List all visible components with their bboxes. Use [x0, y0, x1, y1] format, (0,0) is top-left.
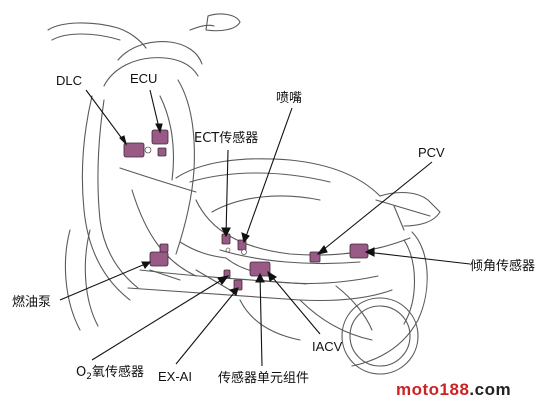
- leader-line-tilt: [365, 251, 471, 265]
- leader-line-ect: [225, 149, 229, 237]
- label-pcv: PCV: [418, 145, 445, 160]
- headset-outline: [117, 41, 203, 65]
- leader-line-fuel-pump: [59, 261, 151, 301]
- dlc-connector: [123, 142, 145, 158]
- rear-wheel-outline: [341, 297, 419, 375]
- leader-line-injector: [243, 107, 293, 243]
- seat-outline: [175, 158, 381, 197]
- ecu-connector: [157, 147, 167, 157]
- label-o2-subscript: 2: [86, 372, 92, 382]
- label-o2-prefix: O: [76, 365, 87, 380]
- label-o2-sensor: O2氧传感器: [76, 366, 144, 382]
- left-handlebar-outline: [47, 22, 147, 49]
- label-ex-ai: EX-AI: [158, 369, 192, 384]
- rear-rack-outline: [379, 191, 441, 227]
- leader-line-iacv: [267, 271, 321, 335]
- body-panel-outline: [195, 199, 411, 256]
- site-watermark: moto188.com: [396, 380, 511, 400]
- engine-outline: [299, 299, 373, 341]
- label-o2-suffix: 氧传感器: [91, 365, 144, 380]
- label-iacv: IACV: [312, 339, 343, 354]
- rear-body-outline: [351, 231, 428, 367]
- floorboard-outline: [127, 287, 393, 302]
- watermark-main: moto188: [396, 380, 470, 399]
- leader-line-pcv: [317, 161, 433, 255]
- label-sensor-unit: 传感器单元组件: [218, 371, 310, 386]
- leader-line-o2: [91, 275, 229, 361]
- label-ect-sensor: ECT传感器: [194, 131, 259, 146]
- label-tilt-sensor: 倾角传感器: [470, 259, 536, 274]
- right-handlebar-outline: [205, 13, 241, 32]
- label-fuel-pump: 燃油泵: [12, 295, 52, 310]
- fuel-pump-fitting: [159, 243, 169, 253]
- front-cowl-outline: [81, 95, 131, 301]
- leader-line-ex-ai: [175, 287, 239, 365]
- watermark-tld: .com: [469, 380, 512, 399]
- tilt-sensor-body: [349, 243, 369, 259]
- label-injector: 喷嘴: [276, 91, 303, 106]
- leader-line-dlc: [85, 89, 127, 145]
- label-ecu: ECU: [130, 71, 158, 86]
- label-dlc: DLC: [56, 73, 83, 88]
- leader-line-sensor-unit: [259, 273, 263, 367]
- front-wheel-outline: [64, 229, 81, 331]
- fuel-pump-body: [149, 251, 169, 267]
